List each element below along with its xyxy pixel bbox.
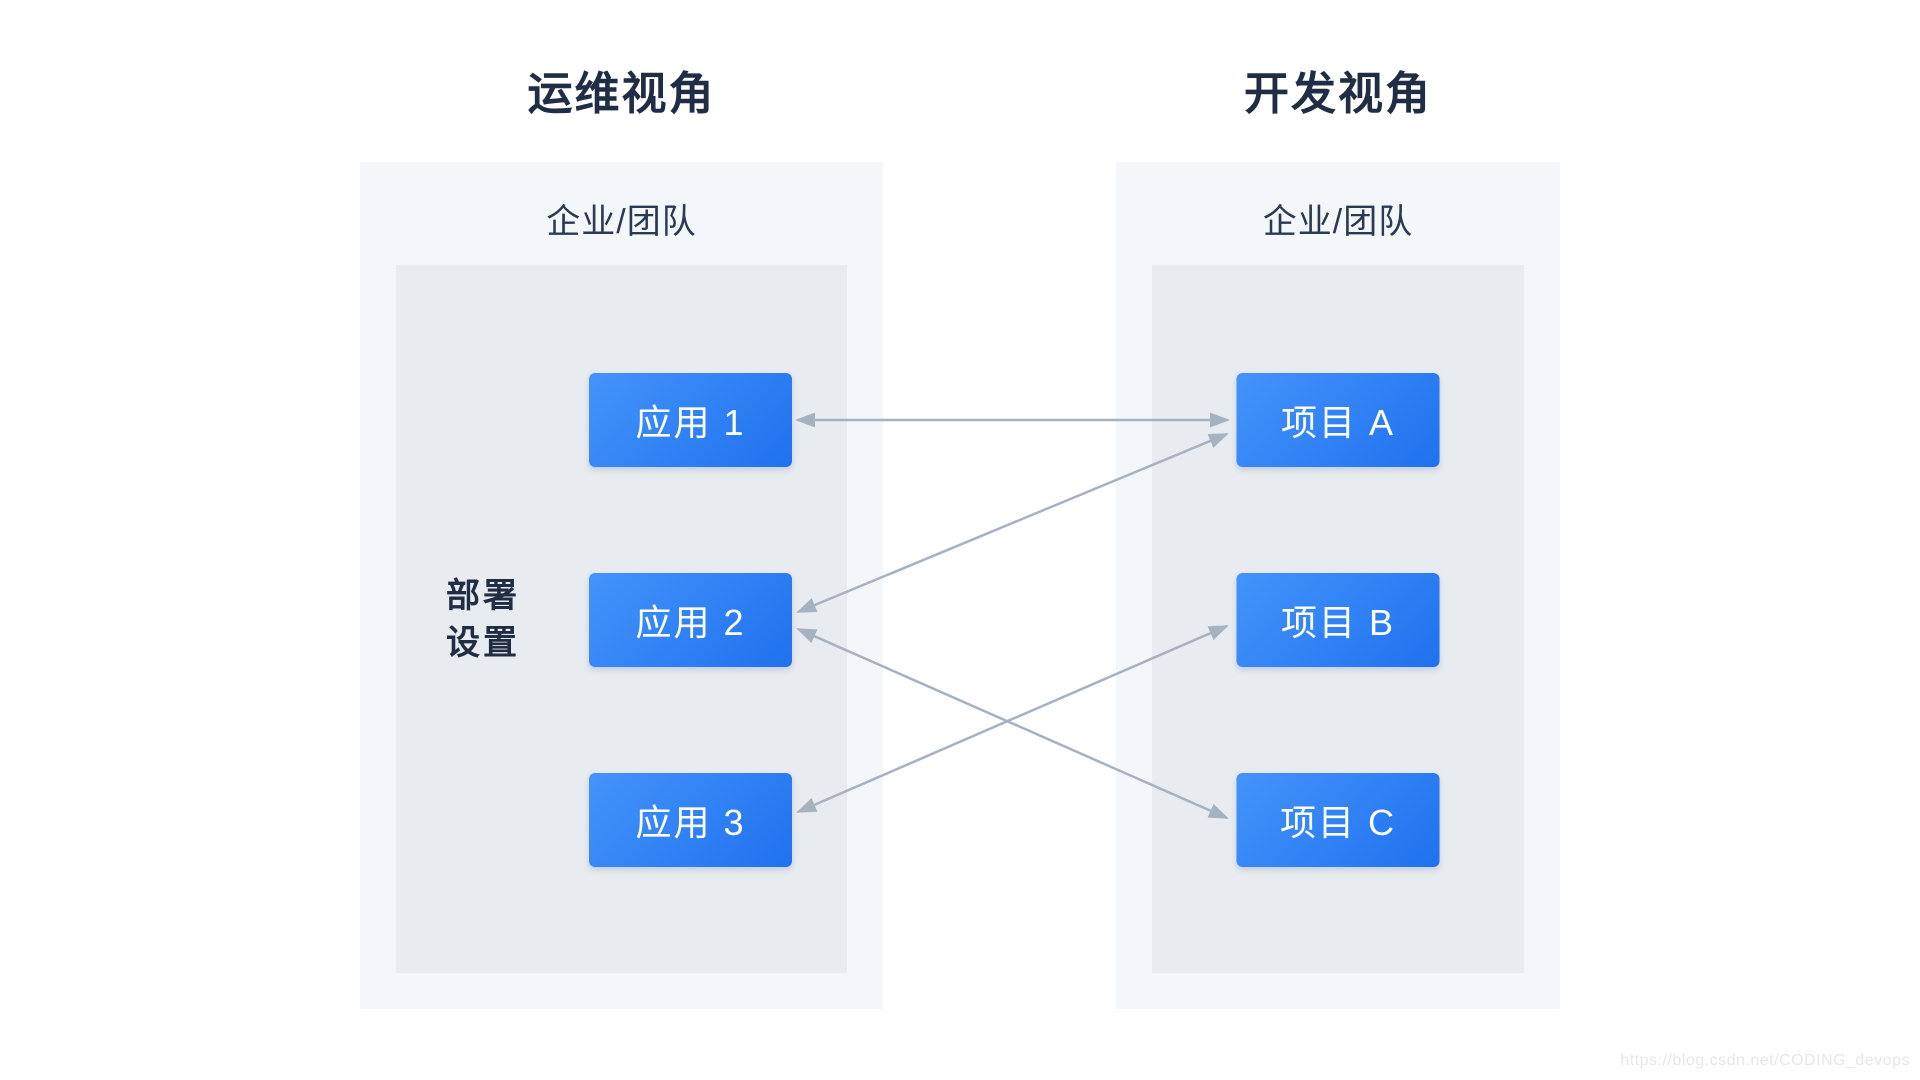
ops-view-title: 运维视角	[527, 68, 716, 119]
node-project-c: 项目 C	[1236, 773, 1440, 867]
deploy-settings-label-line2: 设置	[446, 624, 520, 662]
ops-panel: 企业/团队 部署 设置 应用 1 应用 2 应用 3	[360, 162, 883, 1009]
ops-inner-panel: 部署 设置 应用 1 应用 2 应用 3	[396, 265, 847, 973]
ops-panel-heading: 企业/团队	[546, 203, 697, 241]
node-app-1: 应用 1	[589, 373, 792, 467]
dev-inner-panel: 项目 A 项目 B 项目 C	[1152, 265, 1524, 973]
node-project-b: 项目 B	[1236, 573, 1440, 667]
watermark-url: https://blog.csdn.net/CODING_devops	[1620, 1052, 1910, 1069]
dev-panel-heading: 企业/团队	[1262, 203, 1414, 241]
node-app-2: 应用 2	[589, 573, 792, 667]
node-project-a: 项目 A	[1236, 373, 1440, 467]
node-app-3: 应用 3	[589, 773, 792, 867]
dev-panel: 企业/团队 项目 A 项目 B 项目 C	[1116, 162, 1560, 1009]
deploy-settings-label: 部署 设置	[418, 573, 548, 667]
dev-view-title: 开发视角	[1243, 68, 1432, 119]
deploy-settings-label-line1: 部署	[446, 577, 520, 615]
